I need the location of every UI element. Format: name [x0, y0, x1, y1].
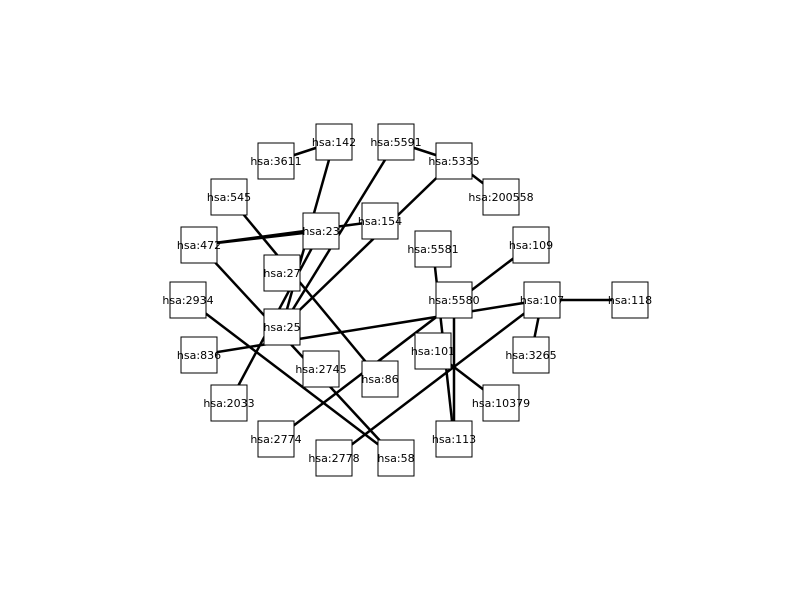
- node-box: [302, 350, 340, 388]
- node-box: [377, 123, 415, 161]
- edge-hsa-5335-to-hsa-25: [281, 160, 455, 328]
- node-label: hsa:107: [520, 294, 564, 307]
- node-hsa-2745: hsa:2745: [295, 350, 347, 388]
- node-label: hsa:58: [377, 452, 414, 465]
- edge-hsa-109-to-hsa-2774: [275, 244, 532, 440]
- node-box: [361, 202, 399, 240]
- node-box: [180, 226, 218, 264]
- node-box: [414, 332, 452, 370]
- nodes-layer: hsa:142 hsa:5591 hsa:3611 hsa:5335 hsa:545 hs…: [162, 123, 652, 477]
- node-label: hsa:86: [361, 373, 398, 386]
- node-box: [315, 123, 353, 161]
- node-label: hsa:545: [207, 191, 251, 204]
- node-box: [263, 254, 301, 292]
- node-label: hsa:200558: [468, 191, 533, 204]
- node-hsa-3611: hsa:3611: [250, 142, 302, 180]
- edge-hsa-836-to-hsa-107: [198, 298, 543, 357]
- node-hsa-142: hsa:142: [312, 123, 356, 161]
- node-hsa-2774: hsa:2774: [250, 420, 302, 458]
- node-hsa-472: hsa:472: [177, 226, 221, 264]
- node-hsa-545: hsa:545: [207, 178, 251, 216]
- node-label: hsa:109: [509, 239, 553, 252]
- node-hsa-109: hsa:109: [509, 226, 553, 264]
- node-hsa-2033: hsa:2033: [203, 384, 255, 422]
- node-box: [435, 281, 473, 319]
- node-box: [315, 439, 353, 477]
- node-hsa-5591: hsa:5591: [370, 123, 422, 161]
- edge-hsa-472-to-hsa-58: [198, 244, 397, 459]
- node-box: [302, 212, 340, 250]
- node-label: hsa:154: [358, 215, 402, 228]
- node-label: hsa:118: [608, 294, 652, 307]
- node-box: [523, 281, 561, 319]
- node-label: hsa:2778: [308, 452, 359, 465]
- node-box: [414, 230, 452, 268]
- node-label: hsa:5335: [428, 155, 479, 168]
- node-box: [210, 384, 248, 422]
- edge-hsa-472-to-hsa-154: [198, 219, 381, 247]
- node-hsa-3265: hsa:3265: [505, 336, 557, 374]
- node-label: hsa:2033: [203, 397, 254, 410]
- node-label: hsa:25: [263, 321, 300, 334]
- node-label: hsa:836: [177, 349, 221, 362]
- node-box: [611, 281, 649, 319]
- node-label: hsa:5580: [428, 294, 479, 307]
- node-hsa-2778: hsa:2778: [308, 439, 360, 477]
- node-label: hsa:3611: [250, 155, 301, 168]
- edge-hsa-545-to-hsa-86: [228, 196, 381, 380]
- node-box: [361, 360, 399, 398]
- node-box: [512, 226, 550, 264]
- node-hsa-101: hsa:101: [411, 332, 455, 370]
- node-label: hsa:113: [432, 433, 476, 446]
- node-box: [257, 420, 295, 458]
- node-box: [180, 336, 218, 374]
- edge-hsa-2934-to-hsa-58: [187, 299, 397, 459]
- node-label: hsa:2745: [295, 363, 346, 376]
- node-hsa-23: hsa:23: [302, 212, 340, 250]
- node-hsa-107: hsa:107: [520, 281, 564, 319]
- node-box: [482, 178, 520, 216]
- node-hsa-200558: hsa:200558: [468, 178, 534, 216]
- node-hsa-836: hsa:836: [177, 336, 221, 374]
- node-box: [512, 336, 550, 374]
- node-label: hsa:27: [263, 267, 300, 280]
- node-label: hsa:2934: [162, 294, 213, 307]
- node-label: hsa:23: [302, 225, 339, 238]
- node-box: [210, 178, 248, 216]
- node-hsa-118: hsa:118: [608, 281, 652, 319]
- node-hsa-58: hsa:58: [377, 439, 415, 477]
- node-hsa-5335: hsa:5335: [428, 142, 480, 180]
- node-hsa-10379: hsa:10379: [472, 384, 530, 422]
- node-box: [435, 142, 473, 180]
- node-hsa-113: hsa:113: [432, 420, 476, 458]
- node-hsa-27: hsa:27: [263, 254, 301, 292]
- node-box: [482, 384, 520, 422]
- node-hsa-2934: hsa:2934: [162, 281, 214, 319]
- node-hsa-5580: hsa:5580: [428, 281, 480, 319]
- node-label: hsa:5591: [370, 136, 421, 149]
- node-box: [169, 281, 207, 319]
- node-hsa-86: hsa:86: [361, 360, 399, 398]
- node-hsa-25: hsa:25: [263, 308, 301, 346]
- node-hsa-154: hsa:154: [358, 202, 402, 240]
- node-box: [377, 439, 415, 477]
- node-label: hsa:3265: [505, 349, 556, 362]
- node-label: hsa:10379: [472, 397, 530, 410]
- node-label: hsa:101: [411, 345, 455, 358]
- node-label: hsa:472: [177, 239, 221, 252]
- node-box: [257, 142, 295, 180]
- node-label: hsa:2774: [250, 433, 301, 446]
- node-hsa-5581: hsa:5581: [407, 230, 459, 268]
- node-label: hsa:142: [312, 136, 356, 149]
- node-box: [435, 420, 473, 458]
- node-label: hsa:5581: [407, 243, 458, 256]
- node-box: [263, 308, 301, 346]
- edge-hsa-107-to-hsa-2778: [333, 299, 543, 459]
